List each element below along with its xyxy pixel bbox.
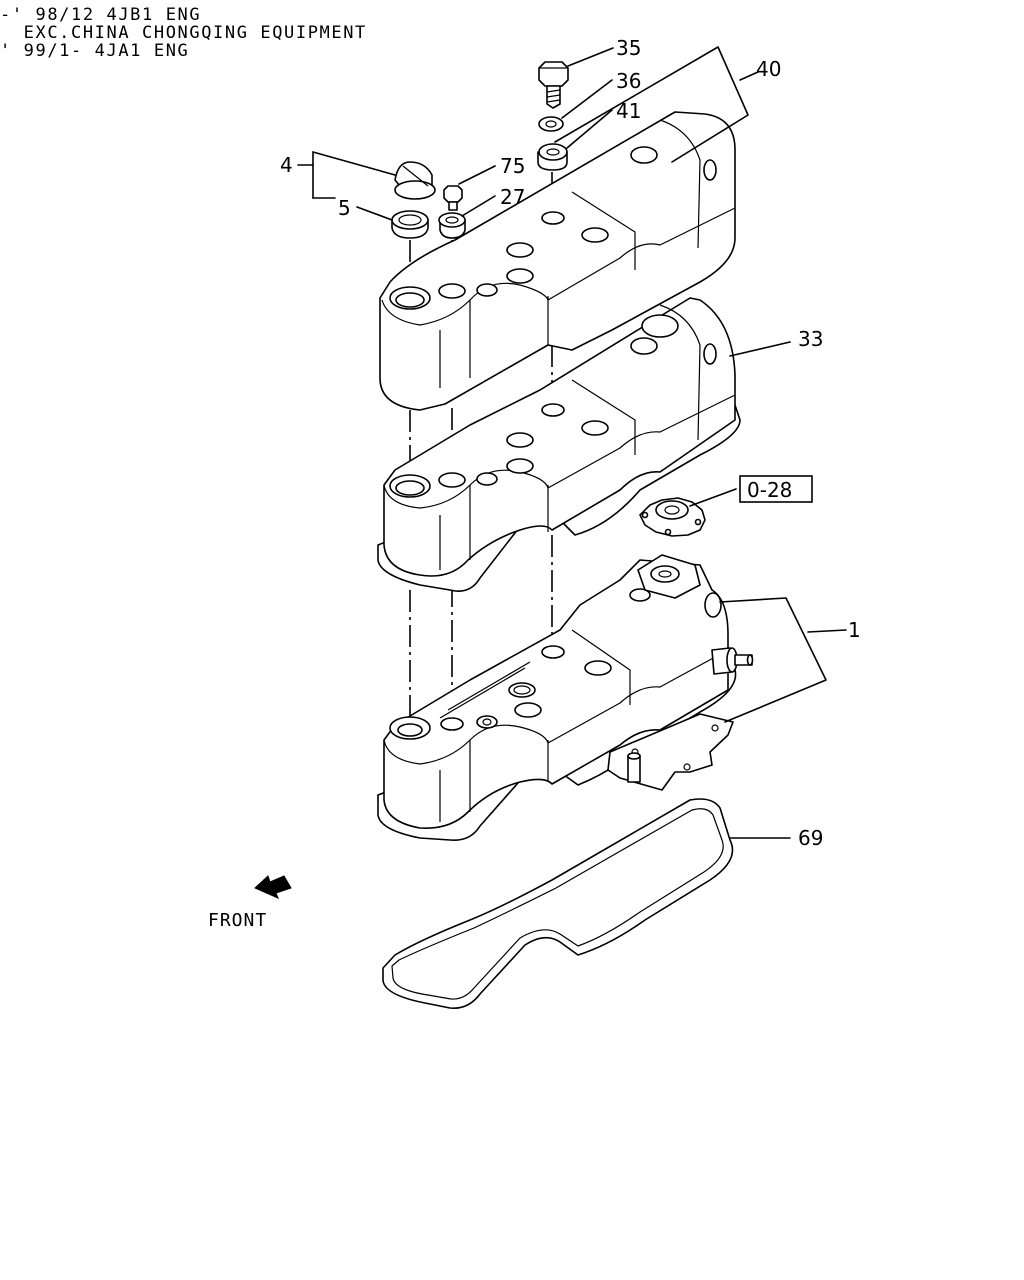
leader-lines (297, 46, 847, 839)
callout-1: 1 (848, 618, 861, 642)
insulator-cover-40 (379, 111, 736, 411)
callout-5: 5 (338, 196, 351, 220)
oil-filler-cap-4 (394, 161, 436, 200)
callout-40: 40 (756, 57, 781, 81)
grommet-41 (537, 143, 568, 171)
head-cover-1 (377, 554, 754, 842)
callout-0-28: 0-28 (747, 478, 792, 502)
bolt-75 (443, 185, 463, 211)
callout-27: 27 (500, 185, 525, 209)
header-line-3: ' 99/1- 4JA1 ENG (0, 41, 190, 61)
washer-36 (538, 116, 564, 132)
callout-labels: 35 36 40 41 4 75 27 5 33 0-28 1 69 (280, 36, 861, 850)
breather-unit-0-28 (639, 497, 706, 537)
callout-75: 75 (500, 154, 525, 178)
header-line-2: EXC.CHINA CHONGQING EQUIPMENT (0, 23, 367, 43)
bolt-35 (538, 61, 569, 109)
callout-41: 41 (616, 99, 641, 123)
callout-69: 69 (798, 826, 823, 850)
callout-box-0-28 (739, 475, 813, 503)
callout-4: 4 (280, 153, 293, 177)
cover-33 (377, 297, 741, 592)
gasket-69 (382, 798, 734, 1010)
header-line-1: -' 98/12 4JB1 ENG (0, 5, 202, 25)
seal-27 (438, 212, 466, 239)
front-label: FRONT (208, 910, 267, 931)
callout-35: 35 (616, 36, 641, 60)
front-arrow-icon (254, 875, 292, 899)
o-ring-5 (391, 210, 429, 239)
callout-33: 33 (798, 327, 823, 351)
callout-36: 36 (616, 69, 641, 93)
